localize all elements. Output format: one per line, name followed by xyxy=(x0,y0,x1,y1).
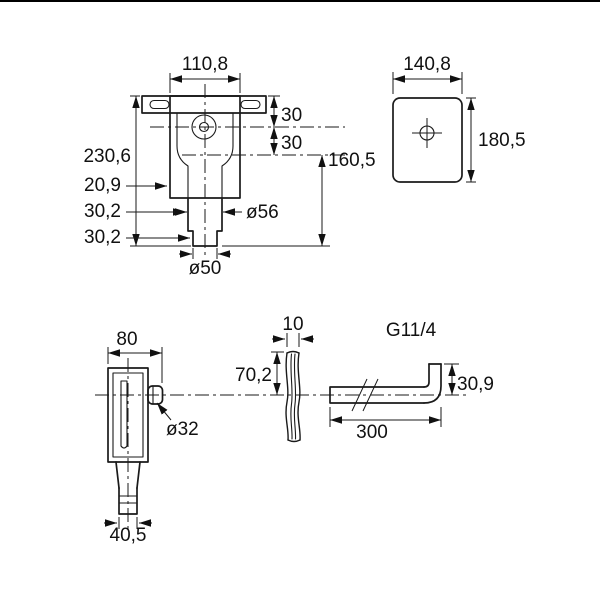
dim-label-step-top: 20,9 xyxy=(84,175,121,196)
dim-label-outlet-axis-offset: 30,9 xyxy=(457,374,494,395)
dim-label-hole-offset-lower: 30 xyxy=(281,133,302,154)
dim-label-height-total: 230,6 xyxy=(83,146,131,167)
front-view-dimensions: 110,8 30 30 160,5 230,6 20,9 30,2 30,2 xyxy=(83,54,375,279)
dim-label-connection-thread: G11/4 xyxy=(386,320,437,341)
front-view: 110,8 30 30 160,5 230,6 20,9 30,2 30,2 xyxy=(83,54,375,279)
dim-label-step-bottom: 30,2 xyxy=(84,227,121,248)
dim-label-front-width: 110,8 xyxy=(182,54,228,75)
bottom-view-centerlines xyxy=(95,358,470,532)
dim-label-depth: 80 xyxy=(116,329,137,350)
pipe-break-symbol xyxy=(351,378,379,412)
front-view-centerlines xyxy=(150,84,345,258)
dim-label-pipe-diameter: ø32 xyxy=(166,419,199,440)
image-top-border xyxy=(0,0,600,2)
dim-label-side-height: 180,5 xyxy=(478,130,526,151)
bottom-view-dimensions: 80 40,5 ø32 10 70,2 G11/4 30,9 xyxy=(104,314,494,546)
dim-label-height-to-outlet: 160,5 xyxy=(328,150,376,171)
bottom-siphon-unit xyxy=(107,367,164,515)
side-view: 140,8 180,5 xyxy=(392,54,526,183)
dim-label-rosette-thickness: 10 xyxy=(282,314,303,335)
dim-label-hole-offset-upper: 30 xyxy=(281,105,302,126)
side-view-crosshair xyxy=(412,118,442,148)
mounting-bracket xyxy=(141,95,267,114)
outlet-pipe xyxy=(329,363,442,412)
dim-label-inlet-height: 70,2 xyxy=(235,365,272,386)
wall-rosette xyxy=(285,350,301,443)
bottom-view: 80 40,5 ø32 10 70,2 G11/4 30,9 xyxy=(95,314,494,546)
dim-label-side-width: 140,8 xyxy=(403,54,451,75)
dim-label-step-middle: 30,2 xyxy=(84,201,121,222)
dim-label-pipe-length: 300 xyxy=(356,422,388,443)
dim-label-outlet-width: 40,5 xyxy=(110,525,147,546)
side-view-dimensions: 140,8 180,5 xyxy=(392,54,526,183)
side-view-body xyxy=(392,97,463,183)
dim-label-neck-diameter: ø56 xyxy=(246,202,279,223)
dim-label-outlet-diameter: ø50 xyxy=(189,258,222,279)
